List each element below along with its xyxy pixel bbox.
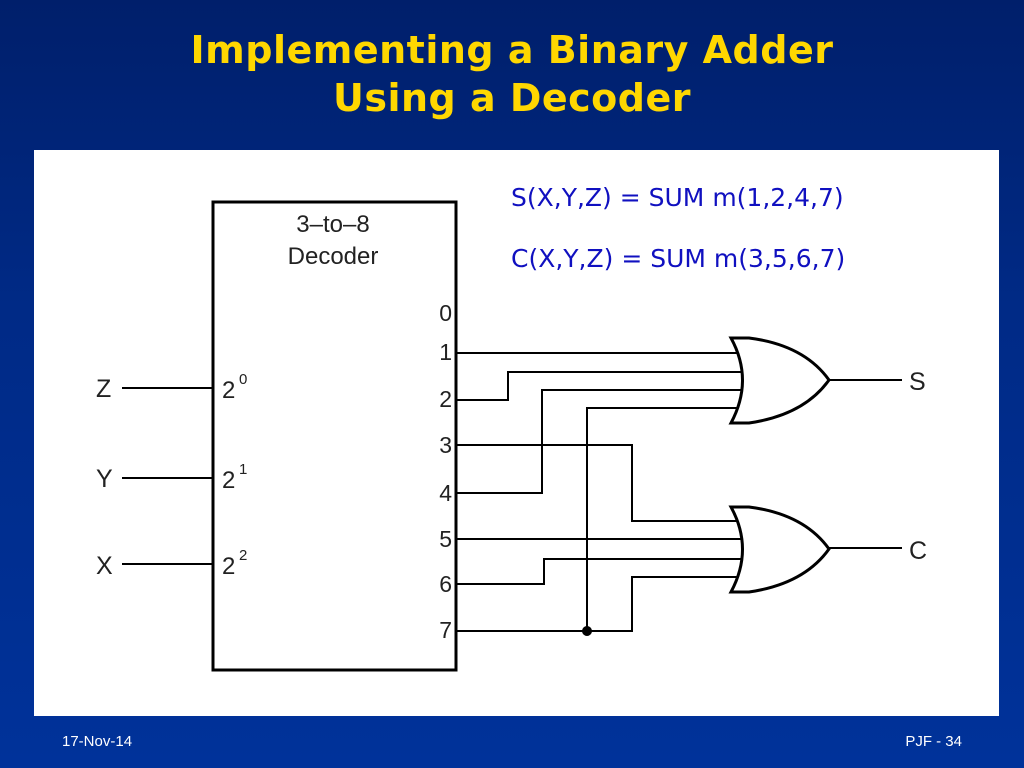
- footer-date: 17-Nov-14: [62, 733, 133, 750]
- output-label-2: 2: [439, 386, 452, 412]
- or-gate-carry: [728, 505, 831, 594]
- decoder-title-line2: Decoder: [288, 243, 379, 270]
- input-x-label: X: [96, 552, 113, 580]
- carry-equation: C(X,Y,Z) = SUM m(3,5,6,7): [511, 244, 845, 273]
- footer-page-number: PJF - 34: [905, 733, 962, 750]
- input-weight-0-base: 2: [222, 377, 235, 404]
- wires: [456, 352, 902, 632]
- input-z-label: Z: [96, 375, 111, 403]
- junction-dot: [582, 626, 592, 636]
- decoder-adder-diagram: S(X,Y,Z) = SUM m(1,2,4,7) C(X,Y,Z) = SUM…: [96, 183, 927, 672]
- slide-title-line1: Implementing a Binary Adder: [190, 28, 834, 72]
- output-label-6: 6: [439, 571, 452, 597]
- input-weight-0-exp: 0: [239, 371, 247, 388]
- output-label-3: 3: [439, 432, 452, 458]
- sum-output-label: S: [909, 368, 926, 396]
- output-label-0: 0: [439, 300, 452, 326]
- input-weight-1-base: 2: [222, 467, 235, 494]
- input-y-label: Y: [96, 465, 113, 493]
- decoder-title-line1: 3–to–8: [296, 211, 369, 238]
- wire-out3-to-c: [456, 444, 739, 522]
- wire-out7-to-s: [586, 407, 739, 631]
- slide-title: Implementing a Binary Adder Using a Deco…: [0, 26, 1024, 122]
- or-gate-sum: [728, 336, 831, 425]
- output-label-5: 5: [439, 526, 452, 552]
- wire-out6-to-c: [456, 558, 742, 585]
- decoder-output-labels: 0 1 2 3 4 5 6 7: [439, 300, 452, 643]
- decoder-box: [211, 200, 458, 672]
- input-weight-2-exp: 2: [239, 547, 247, 564]
- wire-out2-to-s: [456, 371, 742, 401]
- wire-out4-to-s: [456, 389, 742, 494]
- input-weight-1-exp: 1: [239, 461, 247, 478]
- slide-title-line2: Using a Decoder: [332, 76, 692, 120]
- decoder-inputs: Z Y X 2 0 2 1 2 2: [96, 371, 247, 580]
- output-label-1: 1: [439, 339, 452, 365]
- output-label-7: 7: [439, 617, 452, 643]
- wire-out7-to-c: [456, 576, 739, 632]
- input-weight-2-base: 2: [222, 553, 235, 580]
- output-label-4: 4: [439, 480, 452, 506]
- carry-output-label: C: [909, 537, 927, 565]
- diagram-panel: S(X,Y,Z) = SUM m(1,2,4,7) C(X,Y,Z) = SUM…: [34, 150, 999, 716]
- sum-equation: S(X,Y,Z) = SUM m(1,2,4,7): [511, 183, 844, 212]
